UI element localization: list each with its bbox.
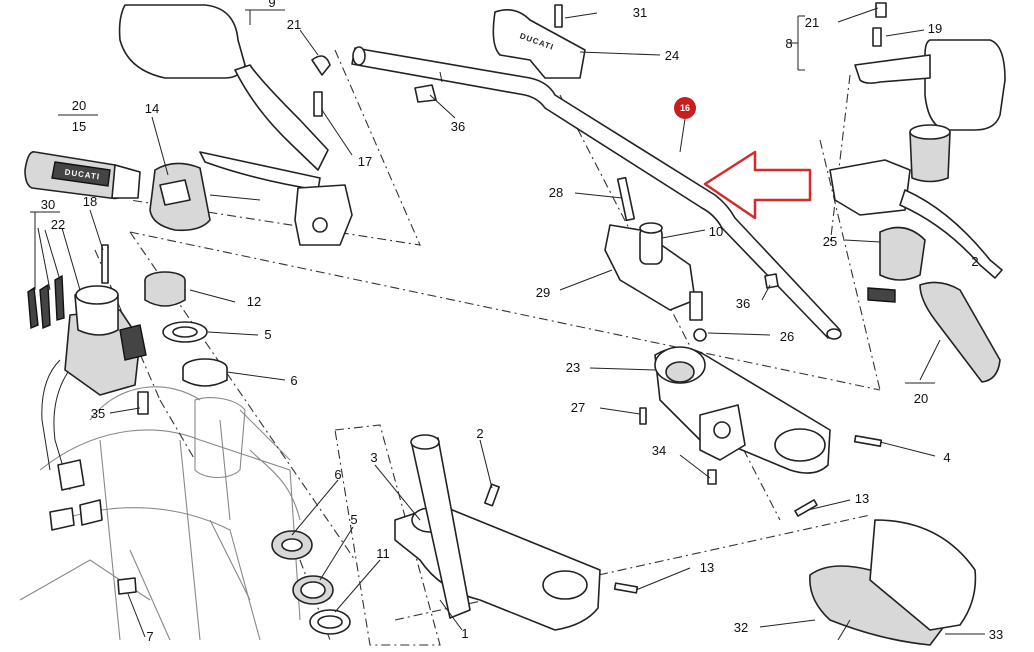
callout-24: 24	[665, 48, 679, 63]
callout-5-left: 5	[264, 327, 271, 342]
callout-18: 18	[83, 194, 97, 209]
callout-19: 19	[928, 21, 942, 36]
callout-13-center: 13	[700, 560, 714, 575]
callout-10: 10	[709, 224, 723, 239]
callout-1: 1	[461, 626, 468, 641]
callout-labels: 9 21 17 31 24 36 28 10 29 36 26 23 27 34…	[41, 0, 1003, 644]
callout-leaders	[30, 7, 985, 641]
callout-7: 7	[146, 629, 153, 644]
callout-9: 9	[268, 0, 275, 10]
callout-4: 4	[943, 450, 950, 465]
callout-11: 11	[376, 546, 390, 561]
left-grip: DUCATI	[24, 151, 141, 200]
callout-2-center: 2	[476, 426, 483, 441]
handlebar	[351, 46, 842, 340]
lower-triple-clamp	[394, 434, 639, 631]
callout-36-top: 36	[451, 119, 465, 134]
callout-8: 8	[785, 36, 792, 51]
callout-35: 35	[91, 406, 105, 421]
callout-15: 15	[72, 119, 86, 134]
left-lever-assembly	[199, 55, 353, 246]
callout-6-center: 6	[334, 467, 341, 482]
callout-29: 29	[536, 285, 550, 300]
lower-bearing-stack	[271, 530, 351, 635]
callout-26: 26	[780, 329, 794, 344]
callout-23: 23	[566, 360, 580, 375]
upper-triple-clamp	[639, 346, 883, 517]
left-switchgear	[149, 162, 261, 232]
left-mirror	[118, 4, 329, 171]
callout-5-center: 5	[350, 512, 357, 527]
callout-32: 32	[734, 620, 748, 635]
callout-33: 33	[989, 627, 1003, 642]
highlight-arrow	[703, 150, 812, 220]
ignition-lock	[27, 244, 149, 531]
callout-27: 27	[571, 400, 585, 415]
callout-34: 34	[652, 443, 666, 458]
callout-22: 22	[51, 217, 65, 232]
badge-label: 16	[680, 103, 690, 113]
callout-17: 17	[358, 154, 372, 169]
callout-36-right: 36	[736, 296, 750, 311]
callout-28: 28	[549, 185, 563, 200]
fairing-cover	[809, 519, 977, 646]
callout-25: 25	[823, 234, 837, 249]
callout-30: 30	[41, 197, 55, 212]
part-16-badge: 16	[674, 97, 696, 153]
motorcycle-frame	[19, 386, 301, 641]
callout-3: 3	[370, 450, 377, 465]
top-clamp: DUCATI	[492, 4, 586, 79]
callout-14: 14	[145, 101, 159, 116]
callout-12: 12	[247, 294, 261, 309]
callout-21-left: 21	[287, 17, 301, 32]
callout-6-left: 6	[290, 373, 297, 388]
right-brake-assembly	[829, 2, 1003, 279]
callout-31: 31	[633, 5, 647, 20]
callout-21-right: 21	[805, 15, 819, 30]
left-bearing-stack	[144, 271, 228, 387]
callout-20-right: 20	[914, 391, 928, 406]
right-switch-and-grip	[867, 226, 1001, 383]
callout-2-right: 2	[971, 254, 978, 269]
callout-20-left: 20	[72, 98, 86, 113]
right-mirror	[854, 39, 1006, 131]
callout-13-right: 13	[855, 491, 869, 506]
handlebar-riser	[604, 176, 707, 342]
